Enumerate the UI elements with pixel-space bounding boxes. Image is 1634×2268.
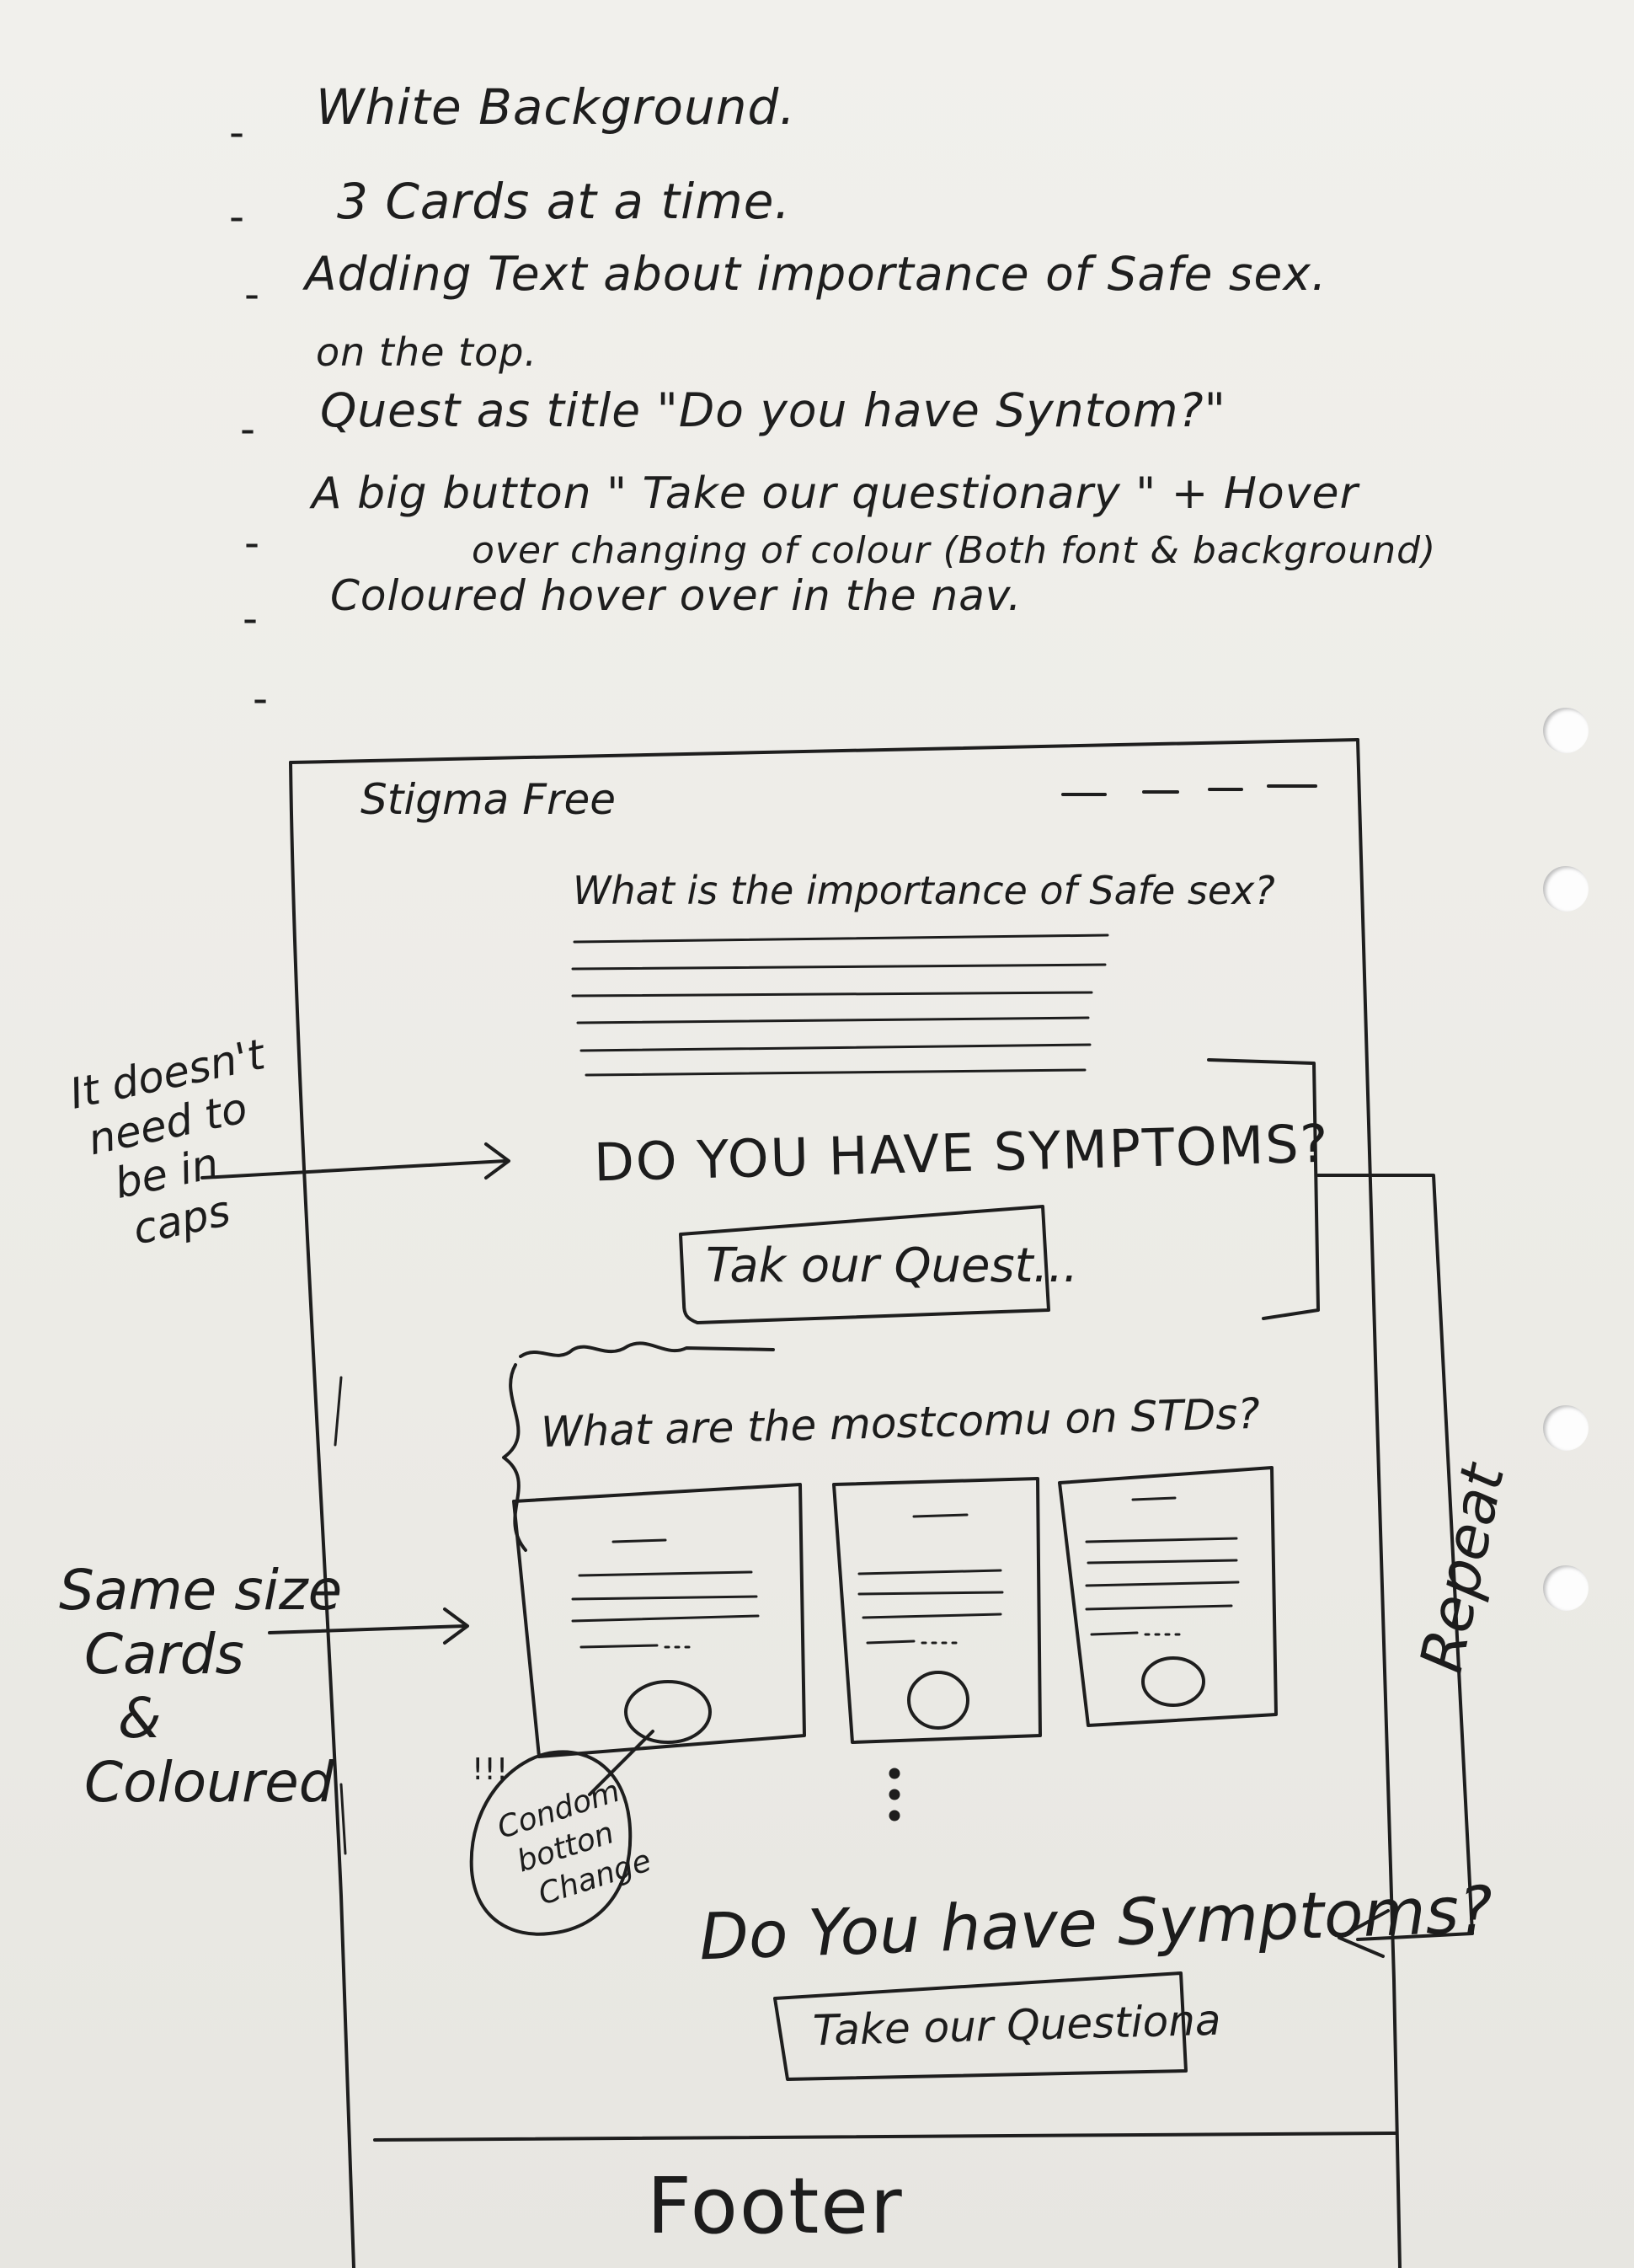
cards-annotation-line: Coloured	[84, 1749, 334, 1815]
stray-mark	[334, 1376, 343, 1447]
card-3-line	[1085, 1604, 1233, 1611]
note-line-6: A big button " Take our questionary " + …	[312, 468, 1359, 519]
card-1-line	[571, 1614, 760, 1623]
cards-annotation-line: Cards	[84, 1621, 244, 1687]
card-1-line	[579, 1644, 659, 1649]
brand-logo: Stigma Free	[360, 775, 617, 824]
punch-hole	[1543, 1405, 1589, 1451]
card-2-line	[857, 1569, 1002, 1575]
punch-hole	[1543, 866, 1589, 912]
ellipsis-dot	[889, 1789, 900, 1800]
paragraph-line	[573, 933, 1109, 944]
caps-arrow-line	[200, 1159, 507, 1179]
note-bullet: -	[253, 674, 269, 723]
condom-note-circle	[469, 1750, 633, 1936]
note-line-1: White Background.	[316, 78, 796, 136]
note-line-3: Adding Text about importance of Safe sex…	[305, 247, 1327, 301]
card-1-condom-button	[624, 1680, 712, 1744]
repeat-bracket	[1207, 1058, 1320, 1320]
paragraph-line	[571, 991, 1093, 998]
footer-divider	[373, 2132, 1398, 2142]
intro-heading: What is the importance of Safe sex?	[573, 868, 1275, 913]
paragraph-line	[576, 1016, 1090, 1024]
cards-annotation: Same size Cards & Coloured	[59, 1559, 342, 1815]
repeat-arrowhead	[1338, 1909, 1390, 1958]
wireframe-frame-top	[289, 738, 1359, 764]
punch-hole	[1543, 1565, 1589, 1611]
condom-pointer	[588, 1730, 654, 1796]
card-3-line	[1090, 1631, 1139, 1636]
repeat-connector	[1316, 1174, 1474, 1941]
cards-arrow-line	[268, 1624, 467, 1634]
paragraph-line	[579, 1043, 1092, 1052]
paragraph-line	[571, 963, 1107, 971]
quest-button-top-outline	[679, 1205, 1050, 1324]
note-bullet: -	[244, 270, 260, 318]
note-line-8: Coloured hover over in the nav.	[330, 571, 1023, 620]
cards-annotation-line: &	[118, 1685, 162, 1751]
note-line-2: 3 Cards at a time.	[337, 173, 791, 230]
card-2-line	[857, 1591, 1004, 1596]
ellipsis-dot	[889, 1810, 900, 1821]
card-3-condom-button	[1141, 1656, 1205, 1707]
wireframe-frame-left	[289, 761, 355, 2268]
cards-annotation-line: Same size	[59, 1558, 343, 1623]
card-1-line	[611, 1538, 667, 1543]
card-1-line	[578, 1570, 753, 1577]
cards-arrowhead	[443, 1607, 469, 1645]
stray-mark	[339, 1783, 347, 1855]
card-1-line	[571, 1595, 758, 1601]
card-3-line	[1131, 1496, 1177, 1501]
card-3-outline	[1058, 1466, 1278, 1727]
wireframe-frame-right	[1356, 738, 1402, 2268]
note-bullet: -	[229, 108, 245, 157]
card-2-condom-button	[907, 1671, 969, 1730]
scribble	[519, 1341, 775, 1358]
paragraph-line	[585, 1068, 1087, 1077]
quest-button-bottom-outline	[773, 1971, 1188, 2081]
card-2-line	[912, 1513, 969, 1518]
footer-label: Footer	[647, 2161, 904, 2251]
card-3-line	[1087, 1559, 1238, 1565]
card-2-outline	[832, 1477, 1042, 1744]
note-bullet: -	[244, 518, 260, 567]
note-bullet: -	[229, 192, 245, 241]
ellipsis-dot	[889, 1768, 900, 1779]
card-1-outline	[512, 1483, 806, 1758]
note-bullet: -	[240, 404, 256, 453]
card-2-line	[866, 1639, 916, 1645]
note-line-7: over changing of colour (Both font & bac…	[472, 529, 1437, 572]
note-bullet: -	[243, 594, 259, 643]
card-2-line	[862, 1613, 1002, 1619]
condom-exclaim: !!!	[472, 1752, 509, 1787]
note-line-5: Quest as title "Do you have Syntom?"	[320, 383, 1226, 437]
card-3-line	[1085, 1537, 1238, 1543]
caps-annotation: It doesn't need to be in caps	[66, 1030, 299, 1261]
card-3-line	[1085, 1581, 1240, 1587]
quest-button-top[interactable]: Tak our Quest...	[706, 1238, 1079, 1293]
punch-hole	[1543, 708, 1589, 753]
note-line-4: on the top.	[316, 329, 538, 375]
caps-arrowhead	[484, 1142, 510, 1179]
